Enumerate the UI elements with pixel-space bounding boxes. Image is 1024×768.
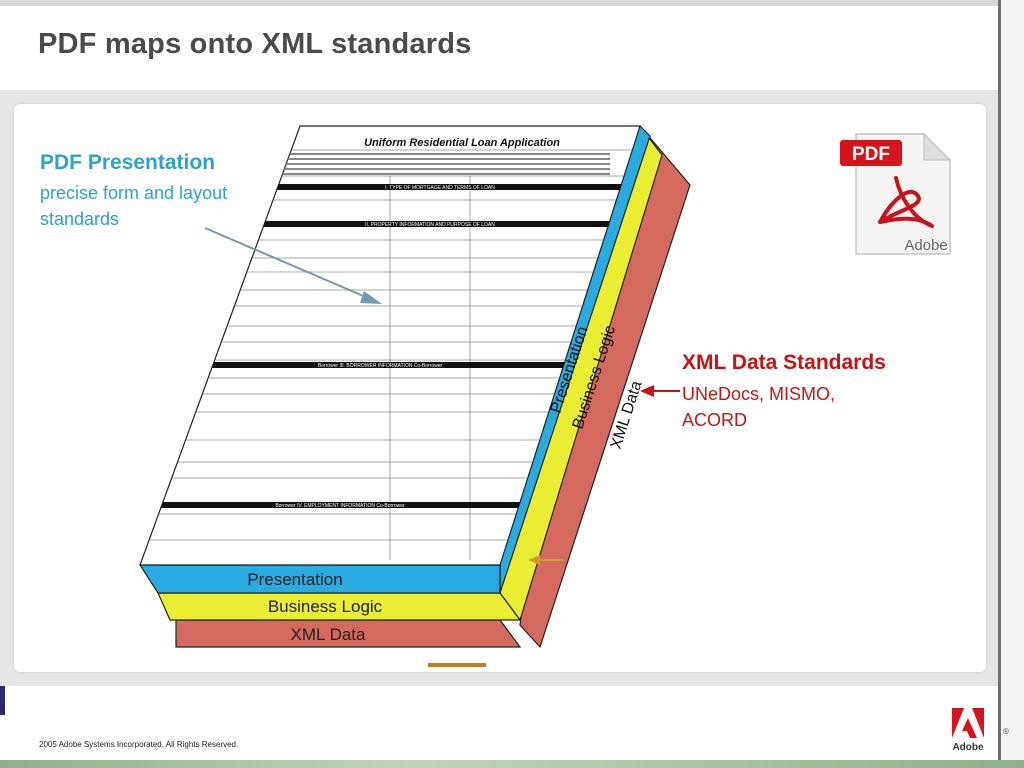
slide-top-border xyxy=(0,0,1024,6)
adobe-pdf-icon: PDF Adobe xyxy=(840,132,952,255)
slide-right-border xyxy=(998,0,1001,768)
slide-title: PDF maps onto XML standards xyxy=(38,28,472,60)
window-left-edge-marker xyxy=(0,683,5,715)
form-section-1: I. TYPE OF MORTGAGE AND TERMS OF LOAN xyxy=(385,185,495,191)
slide-bottom-border xyxy=(0,760,1024,768)
business-logic-label: Business Logic xyxy=(268,597,383,616)
xml-data-label: XML Data xyxy=(291,625,367,644)
svg-text:Adobe: Adobe xyxy=(952,742,984,752)
presentation-pointer-line xyxy=(204,227,369,299)
form-section-4: Borrower IV. EMPLOYMENT INFORMATION Co-B… xyxy=(275,503,405,509)
orange-divider xyxy=(428,663,486,667)
registered-mark: ® xyxy=(1003,727,1009,736)
svg-text:PDF: PDF xyxy=(852,144,890,165)
form-layer-stack: Uniform Residential Loan Application I. … xyxy=(138,125,691,667)
pdf-presentation-subtitle: precise form and layout standards xyxy=(40,183,228,229)
form-section-3: Borrower III. BORROWER INFORMATION Co-Bo… xyxy=(318,363,443,369)
orange-arrowhead xyxy=(528,555,540,565)
presentation-label: Presentation xyxy=(247,570,342,589)
svg-text:Adobe: Adobe xyxy=(904,237,947,254)
copyright-text: 2005 Adobe Systems Incorporated. All Rig… xyxy=(39,740,239,749)
xml-pointer-arrowhead xyxy=(640,385,654,397)
form-section-2: II. PROPERTY INFORMATION AND PURPOSE OF … xyxy=(365,222,495,228)
presentation-pointer-arrowhead xyxy=(360,291,382,304)
pdf-presentation-title: PDF Presentation xyxy=(40,151,216,174)
window-right-edge xyxy=(1001,0,1024,768)
xml-standards-subtitle: UNeDocs, MISMO, ACORD xyxy=(682,384,836,430)
adobe-logo: Adobe xyxy=(952,708,984,752)
form-title: Uniform Residential Loan Application xyxy=(364,137,560,149)
xml-standards-title: XML Data Standards xyxy=(682,351,886,374)
